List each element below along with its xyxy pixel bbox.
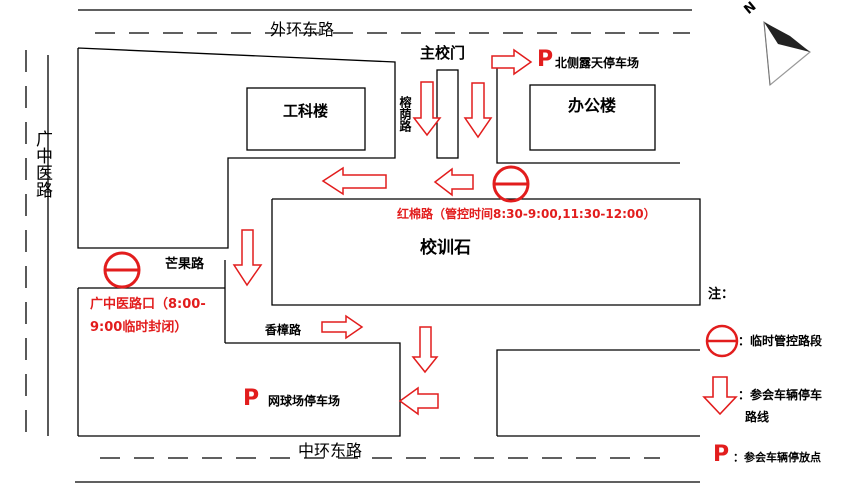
block-school-stone: [271, 198, 701, 306]
legend-parking-icon: P: [713, 442, 730, 467]
legend-route-text-line1: ：参会车辆停车: [738, 388, 823, 402]
engineering-building: [246, 87, 366, 151]
legend-closure-text: ：临时管控路段: [738, 334, 823, 348]
compass-icon: [763, 20, 812, 87]
mango-road-label: 芒果路: [165, 257, 205, 272]
school-stone-label: 校训石: [420, 238, 471, 258]
legend-parking-text: ：参会车辆停放点: [733, 451, 821, 464]
route-arrow-down-3: [232, 229, 263, 287]
block-tennis: [78, 342, 401, 437]
parking-icon-tennis: P: [243, 386, 260, 411]
closure-note-line2: 9:00临时封闭）: [90, 320, 188, 335]
office-building: [529, 84, 656, 151]
closure-note-line1: 广中医路口（8:00-: [90, 297, 206, 312]
route-arrow-left-2: [433, 167, 474, 197]
outer-east-road-label: 外环东路: [270, 20, 335, 39]
route-arrow-right-2: [321, 314, 364, 340]
engineering-building-label: 工科楼: [283, 102, 329, 120]
guangzhong-road-label: 广中医路: [32, 130, 52, 198]
north-parking-label: 北侧露天停车场: [555, 56, 640, 70]
office-building-label: 办公楼: [568, 96, 617, 115]
block-upper-right: [496, 60, 680, 164]
rongyin-road-label: 榕荫路: [398, 96, 412, 132]
parking-icon-north: P: [537, 47, 554, 72]
hongmian-road-label: 红棉路（管控时间8:30-9:00,11:30-12:00）: [397, 207, 656, 221]
block-lower-right: [496, 349, 700, 436]
route-arrow-right-1: [491, 48, 533, 76]
main-gate-post: [436, 69, 459, 159]
route-arrow-left-1: [321, 166, 387, 196]
route-arrow-left-3: [398, 386, 439, 416]
block-upper-left: [77, 47, 396, 249]
legend-title: 注：: [708, 287, 735, 302]
route-arrow-down-4: [411, 326, 439, 374]
main-gate-label: 主校门: [420, 44, 466, 62]
xiangzhang-road-label: 香樟路: [265, 323, 302, 337]
route-arrow-down-2: [463, 82, 493, 139]
tennis-parking-label: 网球场停车场: [268, 394, 341, 408]
middle-east-road-label: 中环东路: [298, 441, 363, 460]
legend-route-arrow-icon: [702, 376, 738, 416]
route-arrow-down-1: [412, 81, 442, 137]
legend-route-text-line2: 路线: [745, 410, 770, 424]
